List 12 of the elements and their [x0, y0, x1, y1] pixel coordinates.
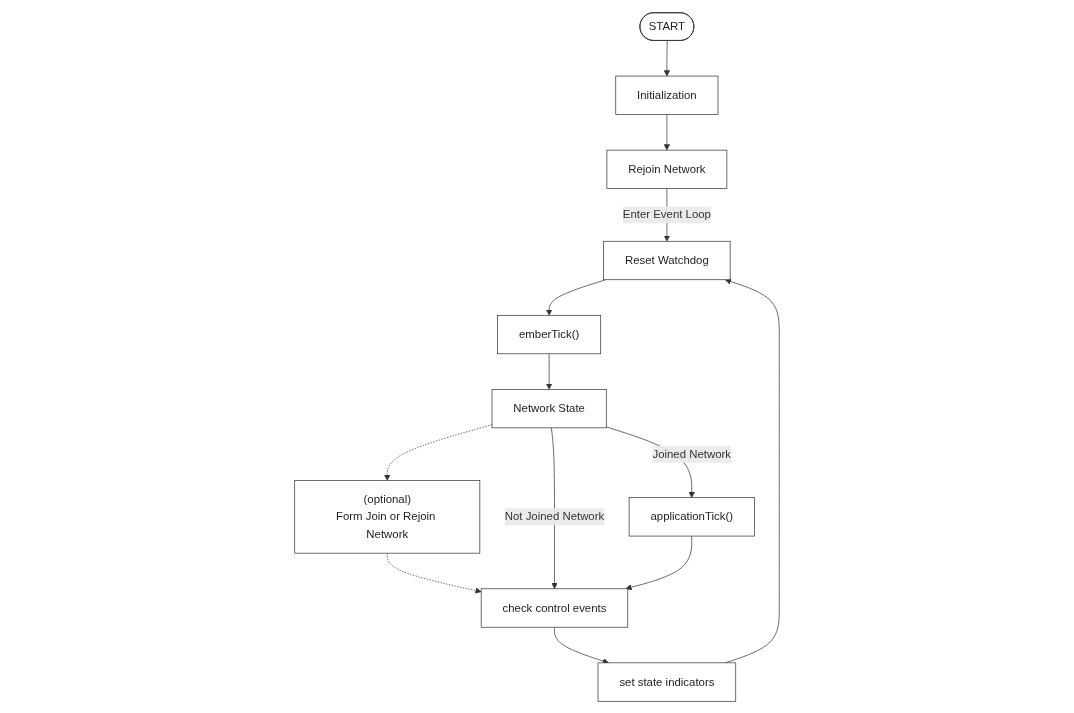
node-box: applicationTick() [628, 496, 755, 536]
node-box: set state indicators [597, 661, 737, 702]
node-box: Initialization [615, 75, 719, 115]
node-box: check control events [480, 587, 629, 628]
edge-label: Enter Event Loop [622, 208, 711, 221]
node-box: (optional) Form Join or Rejoin Network [294, 479, 481, 554]
node-box: Network State [491, 388, 607, 428]
node-box: Reset Watchdog [603, 240, 731, 280]
edge-label: Joined Network [652, 447, 731, 460]
node-box: emberTick() [497, 314, 602, 354]
edge-label: Not Joined Network [504, 509, 605, 523]
node-box: Rejoin Network [606, 149, 728, 189]
